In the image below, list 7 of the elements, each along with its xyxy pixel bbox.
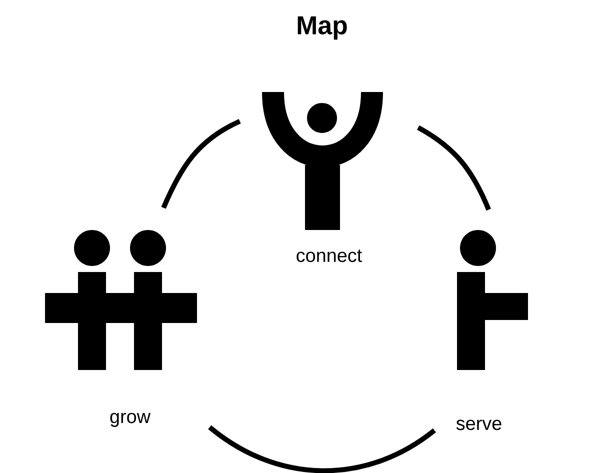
arc-connector (161, 119, 241, 209)
node-label: grow (110, 412, 151, 427)
arc-connector (208, 425, 436, 473)
arc-connector (416, 125, 491, 211)
title: Map (298, 16, 347, 40)
node-label: serve (456, 420, 502, 430)
node-label: connect (296, 250, 362, 262)
